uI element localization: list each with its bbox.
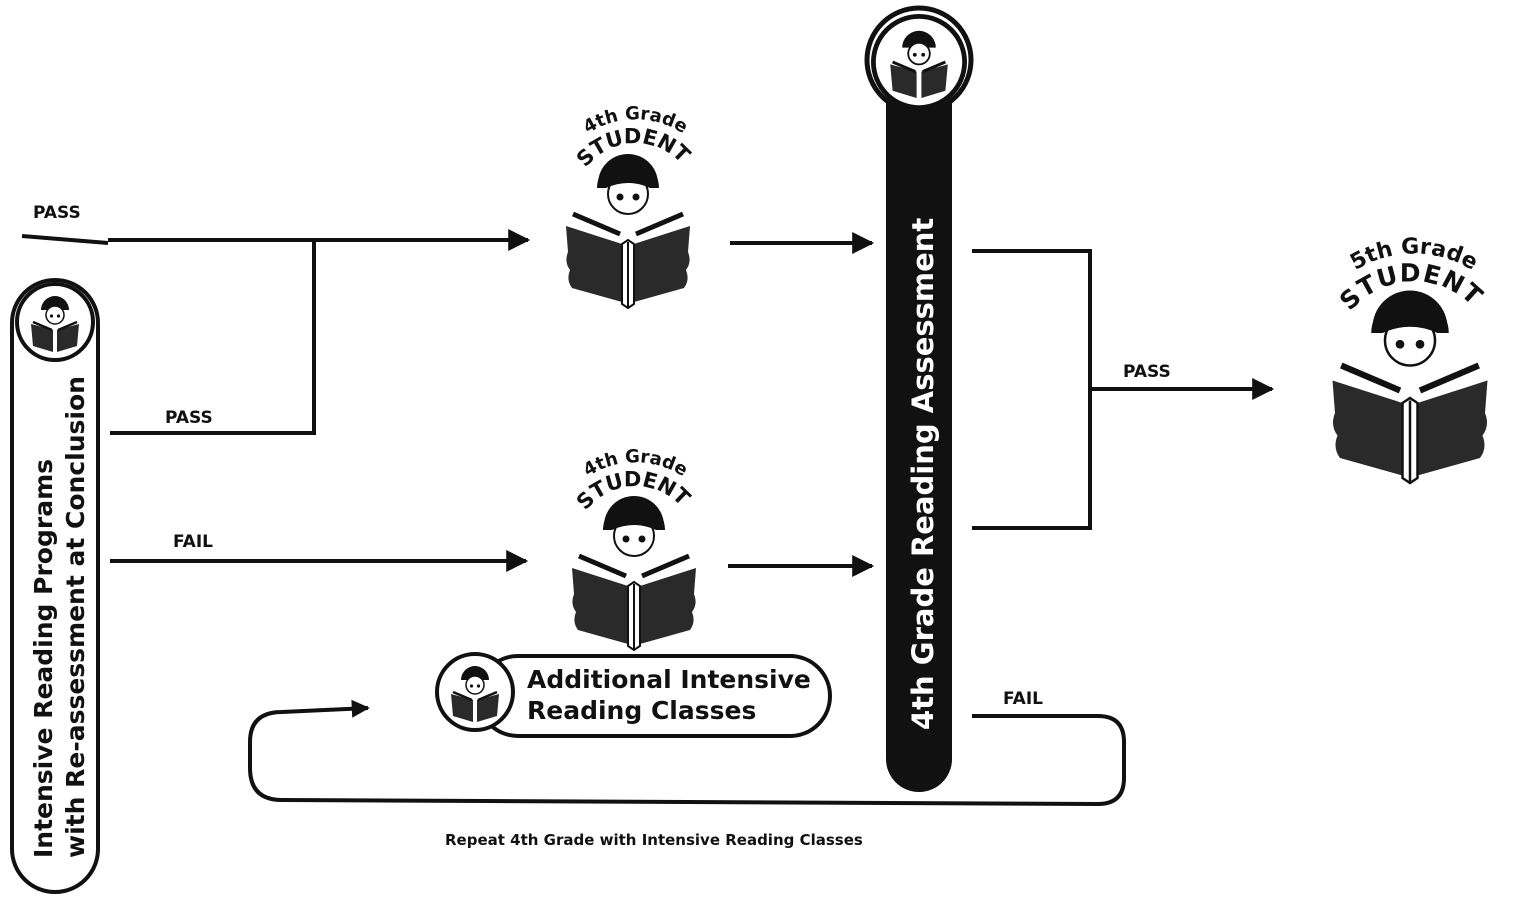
repeat-loop-connector: FAIL Repeat 4th Grade with Intensive Rea… bbox=[248, 689, 1126, 849]
fail-label-right: FAIL bbox=[1003, 689, 1043, 709]
left-fail-connector: FAIL bbox=[110, 532, 529, 572]
fail-label-left: FAIL bbox=[173, 532, 213, 552]
intensive-programs-line1: Intensive Reading Programs bbox=[29, 459, 58, 858]
student-bottom: 4th Grade STUDENT bbox=[572, 446, 699, 650]
student-right-icon bbox=[1333, 291, 1488, 484]
assessment-bar-label: 4th Grade Reading Assessment bbox=[906, 218, 940, 730]
student-right: 5th Grade STUDENT bbox=[1333, 234, 1494, 483]
additional-classes-pill: Additional Intensive Reading Classes bbox=[435, 652, 832, 738]
student-top-icon bbox=[566, 154, 690, 308]
repeat-label: Repeat 4th Grade with Intensive Reading … bbox=[445, 831, 863, 849]
additional-line2: Reading Classes bbox=[527, 696, 756, 725]
intensive-programs-bar: Intensive Reading Programs with Re-asses… bbox=[10, 278, 100, 894]
right-pass-connector: PASS bbox=[972, 249, 1275, 530]
student-bottom-icon bbox=[572, 496, 696, 650]
intensive-programs-line2: with Re-assessment at Conclusion bbox=[61, 376, 90, 858]
pass-label-top: PASS bbox=[33, 203, 81, 223]
pass-label-right: PASS bbox=[1123, 362, 1171, 382]
additional-line1: Additional Intensive bbox=[527, 665, 811, 694]
assessment-bar: 4th Grade Reading Assessment bbox=[864, 5, 974, 792]
pass-label-middle: PASS bbox=[165, 408, 213, 428]
top-pass-connector: PASS bbox=[21, 203, 531, 251]
student-top: 4th Grade STUDENT bbox=[566, 103, 693, 308]
middle-pass-connector: PASS bbox=[110, 240, 316, 435]
